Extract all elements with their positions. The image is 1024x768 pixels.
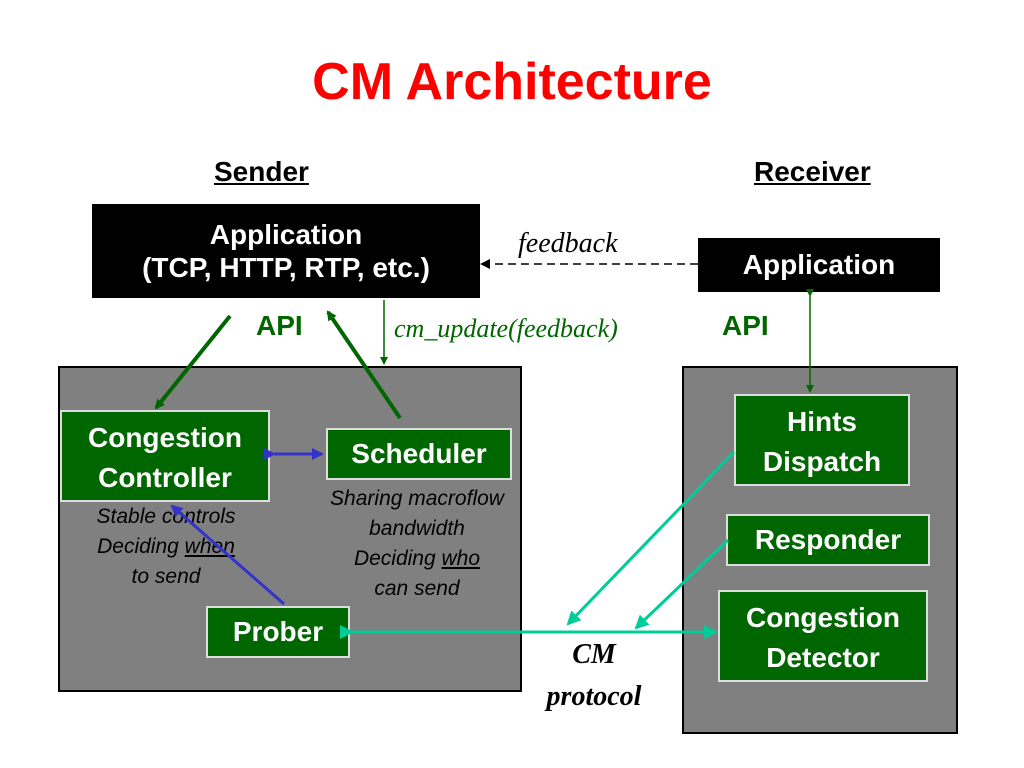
page-title: CM Architecture	[312, 53, 712, 111]
sender-api-label: API	[256, 310, 303, 341]
congestion-controller-line2: Controller	[98, 462, 232, 493]
hints-dispatch-line2: Dispatch	[762, 446, 882, 477]
congestion-detector-line2: Detector	[766, 642, 880, 673]
hints-to-protocol-arrow	[566, 450, 736, 626]
sender-heading: Sender	[214, 156, 309, 187]
congestion-controller-line1: Congestion	[88, 422, 242, 453]
scheduler-to-app-arrow	[326, 310, 402, 420]
cm-protocol-label: CM protocol	[530, 634, 658, 718]
scheduler-note-2: bandwidth	[369, 517, 465, 540]
receiver-heading: Receiver	[754, 156, 871, 187]
sender-application-box: Application (TCP, HTTP, RTP, etc.)	[92, 204, 480, 298]
cm-protocol-line2: protocol	[546, 681, 642, 712]
scheduler-note-3-emph: who	[441, 547, 481, 570]
scheduler-box: Scheduler	[326, 428, 512, 480]
congestion-detector-box: Congestion Detector	[718, 590, 928, 682]
scheduler-note-4: can send	[374, 577, 460, 600]
scheduler-note-3: Deciding who	[304, 544, 530, 574]
cm-protocol-line1: CM	[572, 639, 616, 670]
scheduler-note-1: Sharing macroflow	[330, 487, 504, 510]
controller-note-2-prefix: Deciding	[97, 535, 185, 558]
controller-note-2-emph: when	[184, 535, 235, 558]
congestion-detector-line1: Congestion	[746, 602, 900, 633]
hints-dispatch-line1: Hints	[787, 406, 857, 437]
app-to-controller-arrow	[154, 314, 232, 410]
feedback-label: feedback	[518, 228, 618, 259]
controller-notes: Stable controls Deciding when to send	[66, 502, 266, 592]
scheduler-notes: Sharing macroflow bandwidth Deciding who…	[304, 484, 530, 604]
hints-dispatch-box: Hints Dispatch	[734, 394, 910, 486]
congestion-controller-box: Congestion Controller	[60, 410, 270, 502]
prober-to-controller-arrow	[170, 504, 285, 606]
prober-label: Prober	[232, 616, 324, 647]
receiver-application-label: Application	[742, 249, 896, 280]
cm-update-label: cm_update(feedback)	[394, 314, 618, 343]
sender-application-label: Application	[209, 219, 363, 250]
receiver-application-box: Application	[698, 238, 940, 292]
responder-label: Responder	[754, 524, 902, 555]
scheduler-note-3-prefix: Deciding	[353, 547, 442, 570]
sender-application-protocols: (TCP, HTTP, RTP, etc.)	[142, 252, 430, 283]
receiver-api-label: API	[722, 310, 769, 341]
scheduler-label: Scheduler	[351, 438, 487, 469]
controller-note-2: Deciding when	[66, 532, 266, 562]
responder-to-protocol-arrow	[634, 538, 730, 630]
responder-box: Responder	[726, 514, 930, 566]
prober-box: Prober	[206, 606, 350, 658]
controller-note-1: Stable controls	[96, 505, 236, 528]
controller-note-3: to send	[131, 565, 201, 588]
